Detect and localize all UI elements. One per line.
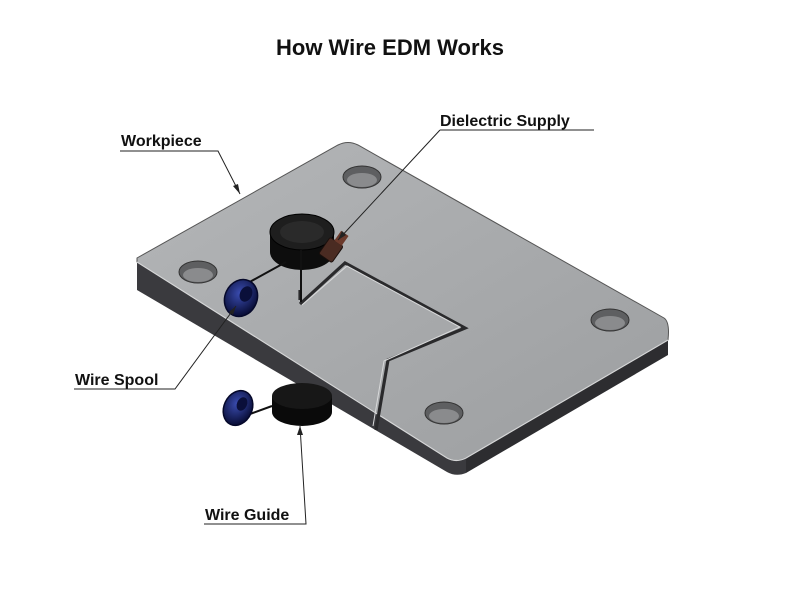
leader-wire-guide (204, 425, 307, 525)
mounting-hole (590, 308, 630, 332)
wire-feed-upper (245, 261, 287, 285)
leader-workpiece (120, 150, 241, 195)
upper-wire-spool (223, 278, 259, 318)
label-workpiece: Workpiece (121, 133, 202, 150)
lower-wire-spool (222, 389, 254, 427)
mounting-hole (178, 260, 218, 284)
plate-top-face (136, 142, 669, 461)
mounting-hole (424, 401, 464, 425)
label-wire-guide: Wire Guide (205, 507, 289, 524)
mounting-hole (342, 165, 382, 189)
cut-path-highlight (301, 265, 462, 427)
leader-wire-spool (74, 305, 237, 390)
label-wire-spool: Wire Spool (75, 372, 158, 389)
plate-side-right (466, 340, 668, 473)
leader-dielectric-supply (337, 129, 594, 241)
plate-edge-highlight (136, 261, 669, 462)
diagram-title: How Wire EDM Works (276, 35, 504, 60)
lower-wire-guide (272, 383, 332, 426)
wire-feed-lower (249, 405, 273, 415)
workpiece-plate (136, 142, 669, 475)
label-dielectric-supply: Dielectric Supply (440, 113, 570, 130)
